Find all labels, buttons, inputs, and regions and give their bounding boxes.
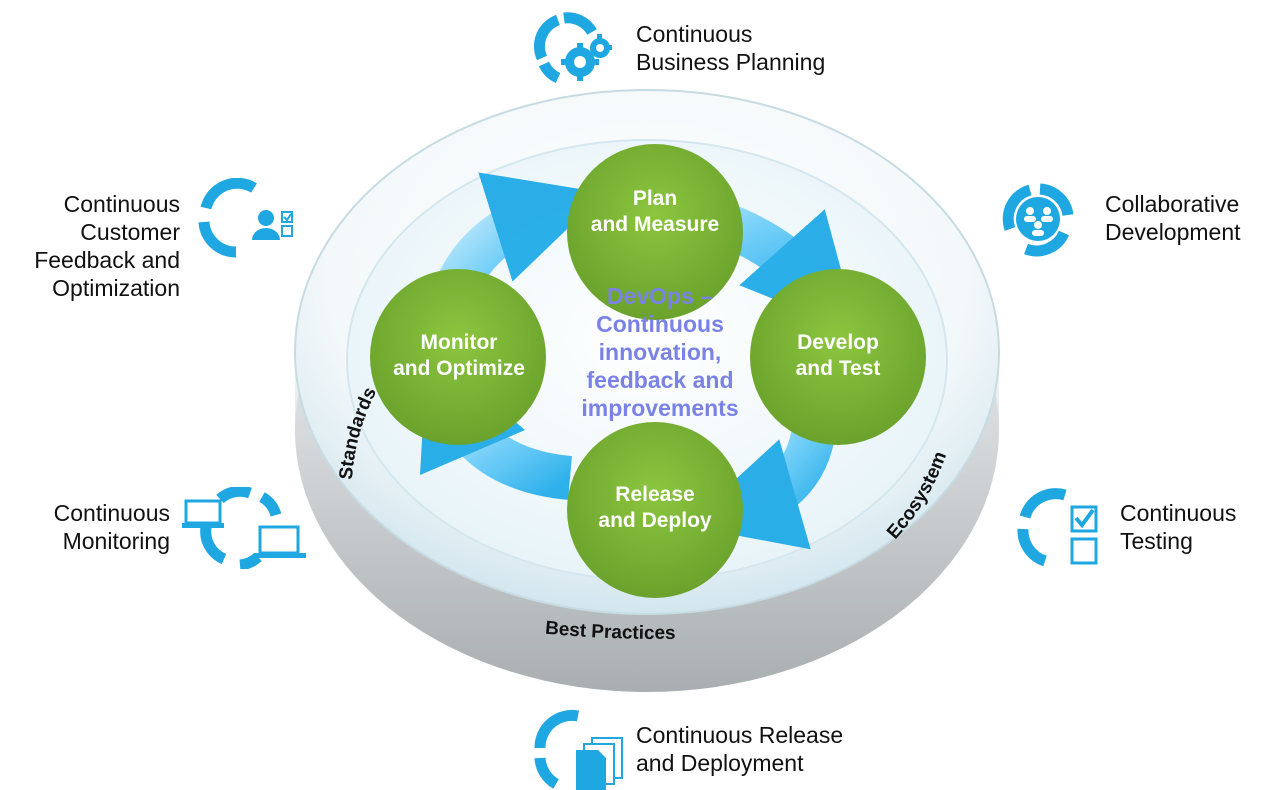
people-network-icon bbox=[1002, 183, 1074, 257]
checklist-icon bbox=[1017, 488, 1098, 567]
laptops-icon bbox=[182, 487, 306, 569]
stage-circles bbox=[370, 144, 926, 598]
develop-stage-circle bbox=[750, 269, 926, 445]
documents-icon bbox=[534, 709, 623, 790]
customer-checklist-icon bbox=[198, 178, 293, 258]
gears-icon bbox=[533, 12, 612, 84]
plan-stage-circle bbox=[567, 144, 743, 320]
monitor-stage-circle bbox=[370, 269, 546, 445]
devops-center-text: DevOps – Continuous innovation, feedback… bbox=[581, 283, 739, 421]
release-stage-circle bbox=[567, 422, 743, 598]
